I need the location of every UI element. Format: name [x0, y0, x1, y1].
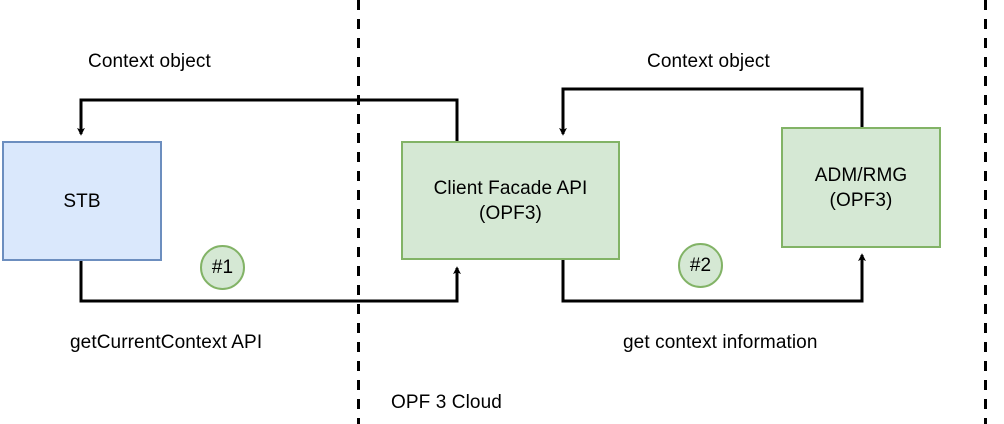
- step-badge-1-label: #1: [211, 256, 234, 278]
- node-client-facade-api-label: Client Facade API (OPF3): [433, 177, 588, 224]
- node-client-facade-api[interactable]: Client Facade API (OPF3): [401, 141, 620, 260]
- edge-get-context-information: [561, 253, 866, 303]
- step-badge-2-label: #2: [689, 254, 712, 276]
- edge-label-context-object-left: Context object: [88, 51, 211, 72]
- step-badge-1[interactable]: #1: [200, 245, 245, 290]
- step-badge-2[interactable]: #2: [678, 243, 723, 288]
- edge-label-context-object-right: Context object: [647, 51, 770, 72]
- edge-context-object-left: [77, 98, 459, 141]
- edge-label-get-context-information: get context information: [623, 332, 818, 353]
- node-adm-rmg[interactable]: ADM/RMG (OPF3): [781, 127, 941, 248]
- node-stb[interactable]: STB: [2, 141, 162, 261]
- cloud-boundary-label: OPF 3 Cloud: [391, 392, 502, 413]
- edge-label-getcurrentcontext-api: getCurrentContext API: [70, 332, 263, 353]
- node-stb-label: STB: [63, 190, 101, 212]
- node-adm-rmg-label: ADM/RMG (OPF3): [814, 164, 908, 211]
- edge-context-object-right: [559, 87, 864, 136]
- edge-getcurrentcontext-api: [79, 261, 461, 303]
